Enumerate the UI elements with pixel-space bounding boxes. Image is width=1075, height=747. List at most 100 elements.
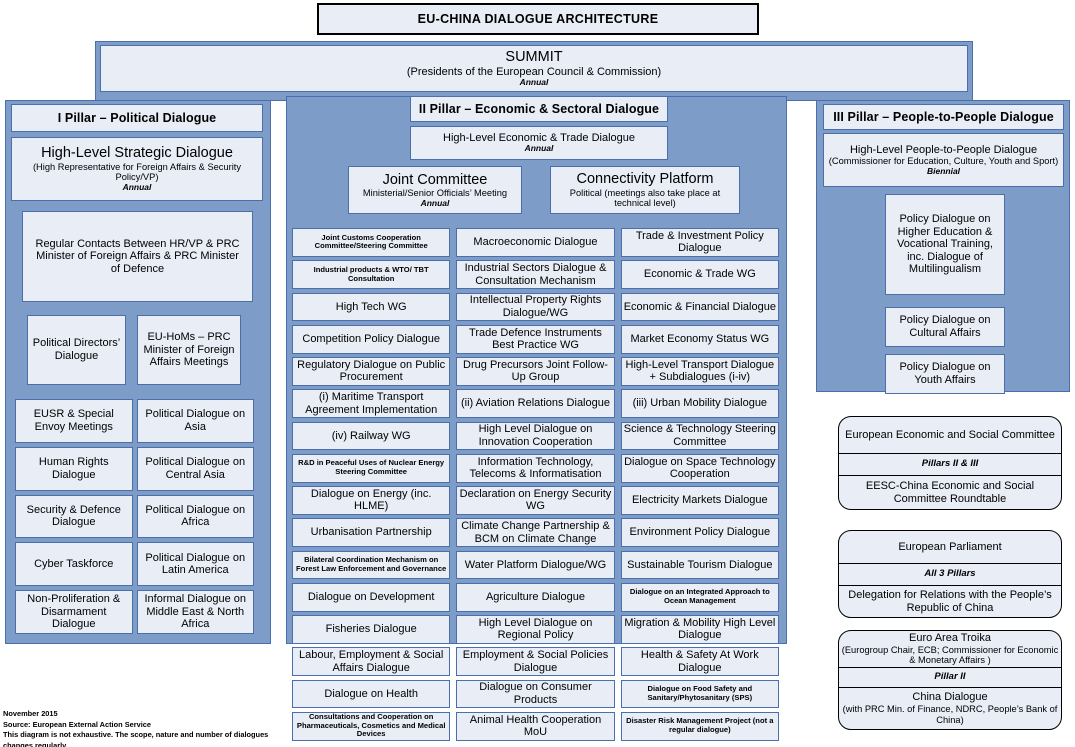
pillar2-cell-r5-c1: (ii) Aviation Relations Dialogue [456,389,615,418]
pillar2-cell-r5-c2: (iii) Urban Mobility Dialogue [620,389,779,418]
pillar2-high-level-economic-trade-dialogue: High-Level Economic & Trade Dialogue Ann… [410,126,668,160]
pillar2-cell-r8-c0: Dialogue on Energy (inc. HLME) [292,486,451,515]
pillar1-cell-r2-c0: Security & Defence Dialogue [15,494,133,539]
pillar2-cell-r12-c2: Migration & Mobility High Level Dialogue [620,615,779,644]
pillar2-cell-r10-c1: Water Platform Dialogue/WG [456,550,615,580]
pillar1-cell-r0-c0: EUSR & Special Envoy Meetings [15,399,133,443]
pillar2-cell-r11-c1: Agriculture Dialogue [456,582,615,612]
side-box-euro-area-troika: Euro Area Troika (Eurogroup Chair, ECB; … [838,630,1062,730]
pillar1-cell-r1-c0: Human Rights Dialogue [15,446,133,491]
side-box-european-parliament: European Parliament All 3 Pillars Delega… [838,530,1062,618]
pillar2-cell-r14-c0: Dialogue on Health [292,679,451,709]
pillar2-cell-r3-c0: Competition Policy Dialogue [292,324,451,354]
pillar2-cell-r8-c2: Electricity Markets Dialogue [620,486,779,515]
pillar2-cell-r1-c0: Industrial products & WTO/ TBT Consultat… [292,260,451,289]
pillar1-cell-r4-c1: Informal Dialogue on Middle East & North… [136,590,254,634]
hlsd-name: High-Level Strategic Dialogue [41,145,233,162]
pillar1-high-level-strategic-dialogue: High-Level Strategic Dialogue (High Repr… [11,137,263,201]
pillar2-cell-r7-c2: Dialogue on Space Technology Cooperation [620,453,779,483]
summit-box: SUMMIT (Presidents of the European Counc… [100,45,968,92]
ep-name: European Parliament [898,540,1002,553]
pillar2-cell-r13-c2: Health & Safety At Work Dialogue [620,647,779,676]
pillar2-grid: Joint Customs Cooperation Committee/Stee… [290,227,783,743]
footer-note: November 2015 Source: European External … [3,709,269,747]
pillar2-cell-r15-c1: Animal Health Cooperation MoU [456,711,615,741]
hlsd-sub: (High Representative for Foreign Affairs… [32,161,242,183]
pillar1-cell-r1-c1: Political Dialogue on Central Asia [136,446,254,491]
pillar2-cell-r13-c1: Employment & Social Policies Dialogue [456,647,615,676]
ep-body: Delegation for Relations with the People… [848,588,1052,614]
pillar2-cell-r12-c1: High Level Dialogue on Regional Policy [456,615,615,644]
pillar2-cell-r0-c2: Trade & Investment Policy Dialogue [620,228,779,257]
pillar3-policy-dialogue-higher-education: Policy Dialogue on Higher Education & Vo… [885,194,1005,295]
connectivity-platform-name: Connectivity Platform [576,171,714,188]
hletd-name: High-Level Economic & Trade Dialogue [443,131,635,144]
pillar2-cell-r4-c1: Drug Precursors Joint Follow-Up Group [456,357,615,386]
pillar2-cell-r0-c1: Macroeconomic Dialogue [456,228,615,257]
pillar2-cell-r6-c2: Science & Technology Steering Committee [620,421,779,451]
hlsd-frequency: Annual [122,182,152,192]
pillar2-cell-r2-c0: High Tech WG [292,292,451,322]
pillar2-cell-r12-c0: Fisheries Dialogue [292,615,451,644]
pillar3-high-level-p2p-dialogue: High-Level People-to-People Dialogue (Co… [823,133,1064,187]
diagram-title: EU-CHINA DIALOGUE ARCHITECTURE [317,3,759,35]
pillar2-connectivity-platform: Connectivity Platform Political (meeting… [550,166,740,214]
pillar2-cell-r1-c1: Industrial Sectors Dialogue & Consultati… [456,260,615,289]
pillar2-cell-r6-c0: (iv) Railway WG [292,421,451,451]
troika-name-sub: (Eurogroup Chair, ECB; Commissioner for … [841,644,1059,666]
pillar2-cell-r7-c0: R&D in Peaceful Uses of Nuclear Energy S… [292,453,451,483]
pillar2-cell-r10-c0: Bilateral Coordination Mechanism on Fore… [292,550,451,580]
pillar2-cell-r2-c2: Economic & Financial Dialogue [620,292,779,322]
pillar1-regular-contacts: Regular Contacts Between HR/VP & PRC Min… [22,211,253,302]
pillar2-cell-r1-c2: Economic & Trade WG [620,260,779,289]
troika-body-sub: (with PRC Min. of Finance, NDRC, People’… [842,704,1058,725]
pillar2-cell-r14-c1: Dialogue on Consumer Products [456,679,615,709]
hlp2p-frequency: Biennial [926,165,961,176]
pillar3-policy-dialogue-youth-affairs: Policy Dialogue on Youth Affairs [885,354,1005,394]
pillar1-cell-r3-c0: Cyber Taskforce [15,542,133,587]
hletd-frequency: Annual [524,143,554,154]
pillar3-header: III Pillar – People-to-People Dialogue [823,104,1064,130]
pillar1-cell-r0-c1: Political Dialogue on Asia [136,399,254,443]
ep-scope: All 3 Pillars [924,568,976,580]
joint-committee-name: Joint Committee [382,171,488,188]
side-box-eesc: European Economic and Social Committee P… [838,416,1062,510]
troika-name: Euro Area Troika [909,631,991,644]
connectivity-platform-sub: Political (meetings also take place at t… [569,187,721,209]
pillar2-joint-committee: Joint Committee Ministerial/Senior Offic… [348,166,522,214]
pillar2-cell-r15-c0: Consultations and Cooperation on Pharmac… [292,711,451,741]
pillar2-cell-r10-c2: Sustainable Tourism Dialogue [620,550,779,580]
pillar1-cell-r3-c1: Political Dialogue on Latin America [136,542,254,587]
pillar2-cell-r8-c1: Declaration on Energy Security WG [456,486,615,515]
summit-name: SUMMIT [505,49,563,66]
pillar2-cell-r9-c2: Environment Policy Dialogue [620,518,779,547]
pillar2-cell-r14-c2: Dialogue on Food Safety and Sanitary/Phy… [620,679,779,709]
pillar1-political-directors-dialogue: Political Directors’ Dialogue [27,315,126,385]
pillar2-cell-r3-c1: Trade Defence Instruments Best Practice … [456,324,615,354]
troika-scope: Pillar II [934,671,966,683]
pillar2-cell-r7-c1: Information Technology, Telecoms & Infor… [456,453,615,483]
hlp2p-name: High-Level People-to-People Dialogue [849,143,1038,156]
eesc-body: EESC-China Economic and Social Committee… [865,479,1035,505]
pillar2-cell-r9-c0: Urbanisation Partnership [292,518,451,547]
pillar2-cell-r9-c1: Climate Change Partnership & BCM on Clim… [456,518,615,547]
pillar3-policy-dialogue-cultural-affairs: Policy Dialogue on Cultural Affairs [885,307,1005,347]
pillar2-cell-r11-c0: Dialogue on Development [292,582,451,612]
pillar2-cell-r11-c2: Dialogue on an Integrated Approach to Oc… [620,582,779,612]
pillar2-cell-r15-c2: Disaster Risk Management Project (not a … [620,711,779,741]
summit-sub: (Presidents of the European Council & Co… [406,65,662,78]
pillar2-cell-r6-c1: High Level Dialogue on Innovation Cooper… [456,421,615,451]
joint-committee-frequency: Annual [420,197,450,208]
hlp2p-sub: (Commissioner for Education, Culture, Yo… [828,156,1059,167]
eesc-scope: Pillars II & III [921,458,979,470]
pillar2-cell-r4-c0: Regulatory Dialogue on Public Procuremen… [292,357,451,386]
pillar2-cell-r5-c0: (i) Maritime Transport Agreement Impleme… [292,389,451,418]
pillar1-header: I Pillar – Political Dialogue [11,104,263,132]
eesc-name: European Economic and Social Committee [845,428,1055,441]
joint-committee-sub: Ministerial/Senior Officials’ Meeting [362,188,508,199]
pillar2-cell-r13-c0: Labour, Employment & Social Affairs Dial… [292,647,451,676]
pillar2-cell-r0-c0: Joint Customs Cooperation Committee/Stee… [292,228,451,257]
pillar2-header: II Pillar – Economic & Sectoral Dialogue [410,96,668,122]
